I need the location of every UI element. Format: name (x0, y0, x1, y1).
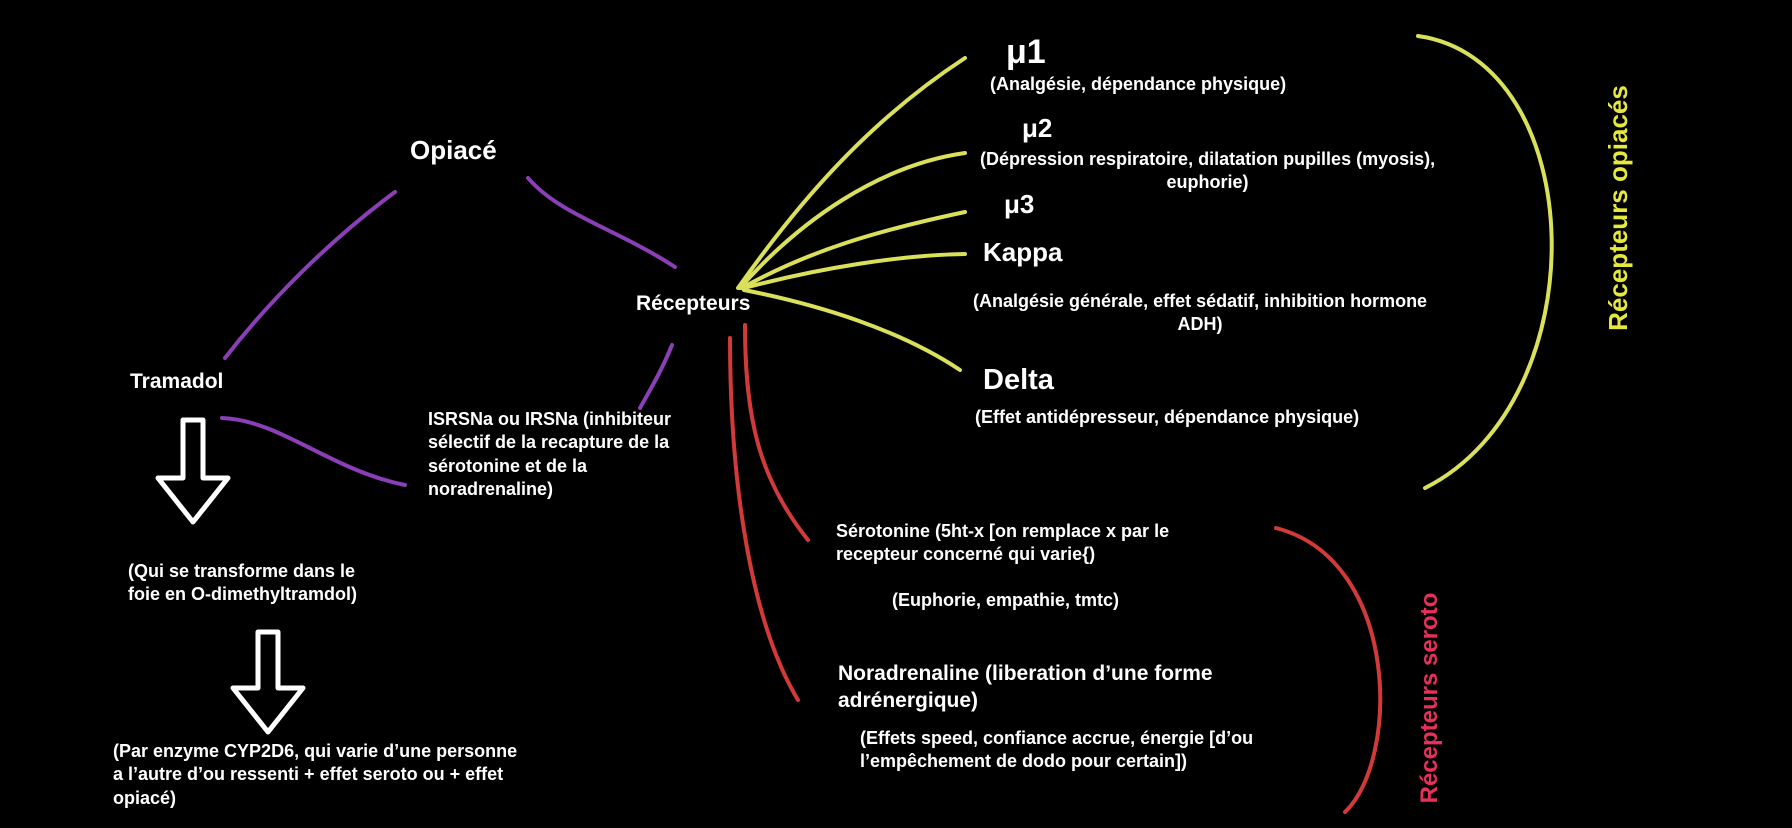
line-rec-mu3 (740, 210, 967, 290)
receptor-serotonine-desc: (Euphorie, empathie, tmtc) (892, 590, 1120, 610)
receptor-mu2: μ2 (1022, 113, 1053, 143)
line-rec-mu1 (736, 56, 967, 290)
group-label-opiaces: Récepteurs opiacés (1603, 85, 1633, 331)
line-tramadol-isrsna (220, 416, 407, 487)
note-transform: (Qui se transforme dans le foie en O-dim… (128, 561, 358, 605)
line-rec-mu2 (738, 151, 967, 290)
receptor-delta: Delta (983, 364, 1054, 396)
receptor-kappa-desc: (Analgésie générale, effet sédatif, inhi… (973, 291, 1428, 335)
receptor-mu1-desc: (Analgésie, dépendance physique) (990, 74, 1287, 94)
node-isrsna: ISRSNa ou IRSNa (inhibiteur sélectif de … (428, 409, 672, 500)
bracket-seroto (1274, 526, 1383, 814)
receptor-mu2-desc: (Dépression respiratoire, dilatation pup… (980, 149, 1436, 193)
arrow-down-icon (155, 417, 231, 525)
receptor-noradrenaline-desc: (Effets speed, confiance accrue, énergie… (860, 728, 1254, 772)
receptor-delta-desc: (Effet antidépresseur, dépendance physiq… (975, 407, 1360, 427)
receptor-kappa: Kappa (983, 237, 1063, 267)
node-recepteurs: Récepteurs (636, 292, 751, 315)
line-rec-kappa (742, 252, 967, 290)
receptor-mu3: μ3 (1004, 189, 1035, 219)
line-recepteurs-isrsna (638, 343, 674, 410)
bracket-opiaces (1416, 34, 1554, 490)
note-enzyme: (Par enzyme CYP2D6, qui varie d’une pers… (113, 741, 518, 808)
group-label-seroto: Récepteurs seroto (1416, 592, 1443, 804)
node-tramadol: Tramadol (130, 370, 224, 393)
line-rec-noradrenaline (728, 336, 800, 702)
line-rec-serotonine (743, 323, 810, 542)
node-opiace: Opiacé (410, 135, 497, 165)
arrow-down-icon (230, 629, 306, 735)
receptor-noradrenaline: Noradrenaline (liberation d’une forme ad… (838, 662, 1213, 713)
line-opiace-tramadol (223, 190, 397, 360)
receptor-mu1: μ1 (1006, 33, 1046, 71)
line-opiace-recepteurs (526, 176, 677, 269)
line-rec-delta (742, 288, 962, 372)
receptor-serotonine: Sérotonine (5ht-x [on remplace x par le … (836, 521, 1170, 565)
